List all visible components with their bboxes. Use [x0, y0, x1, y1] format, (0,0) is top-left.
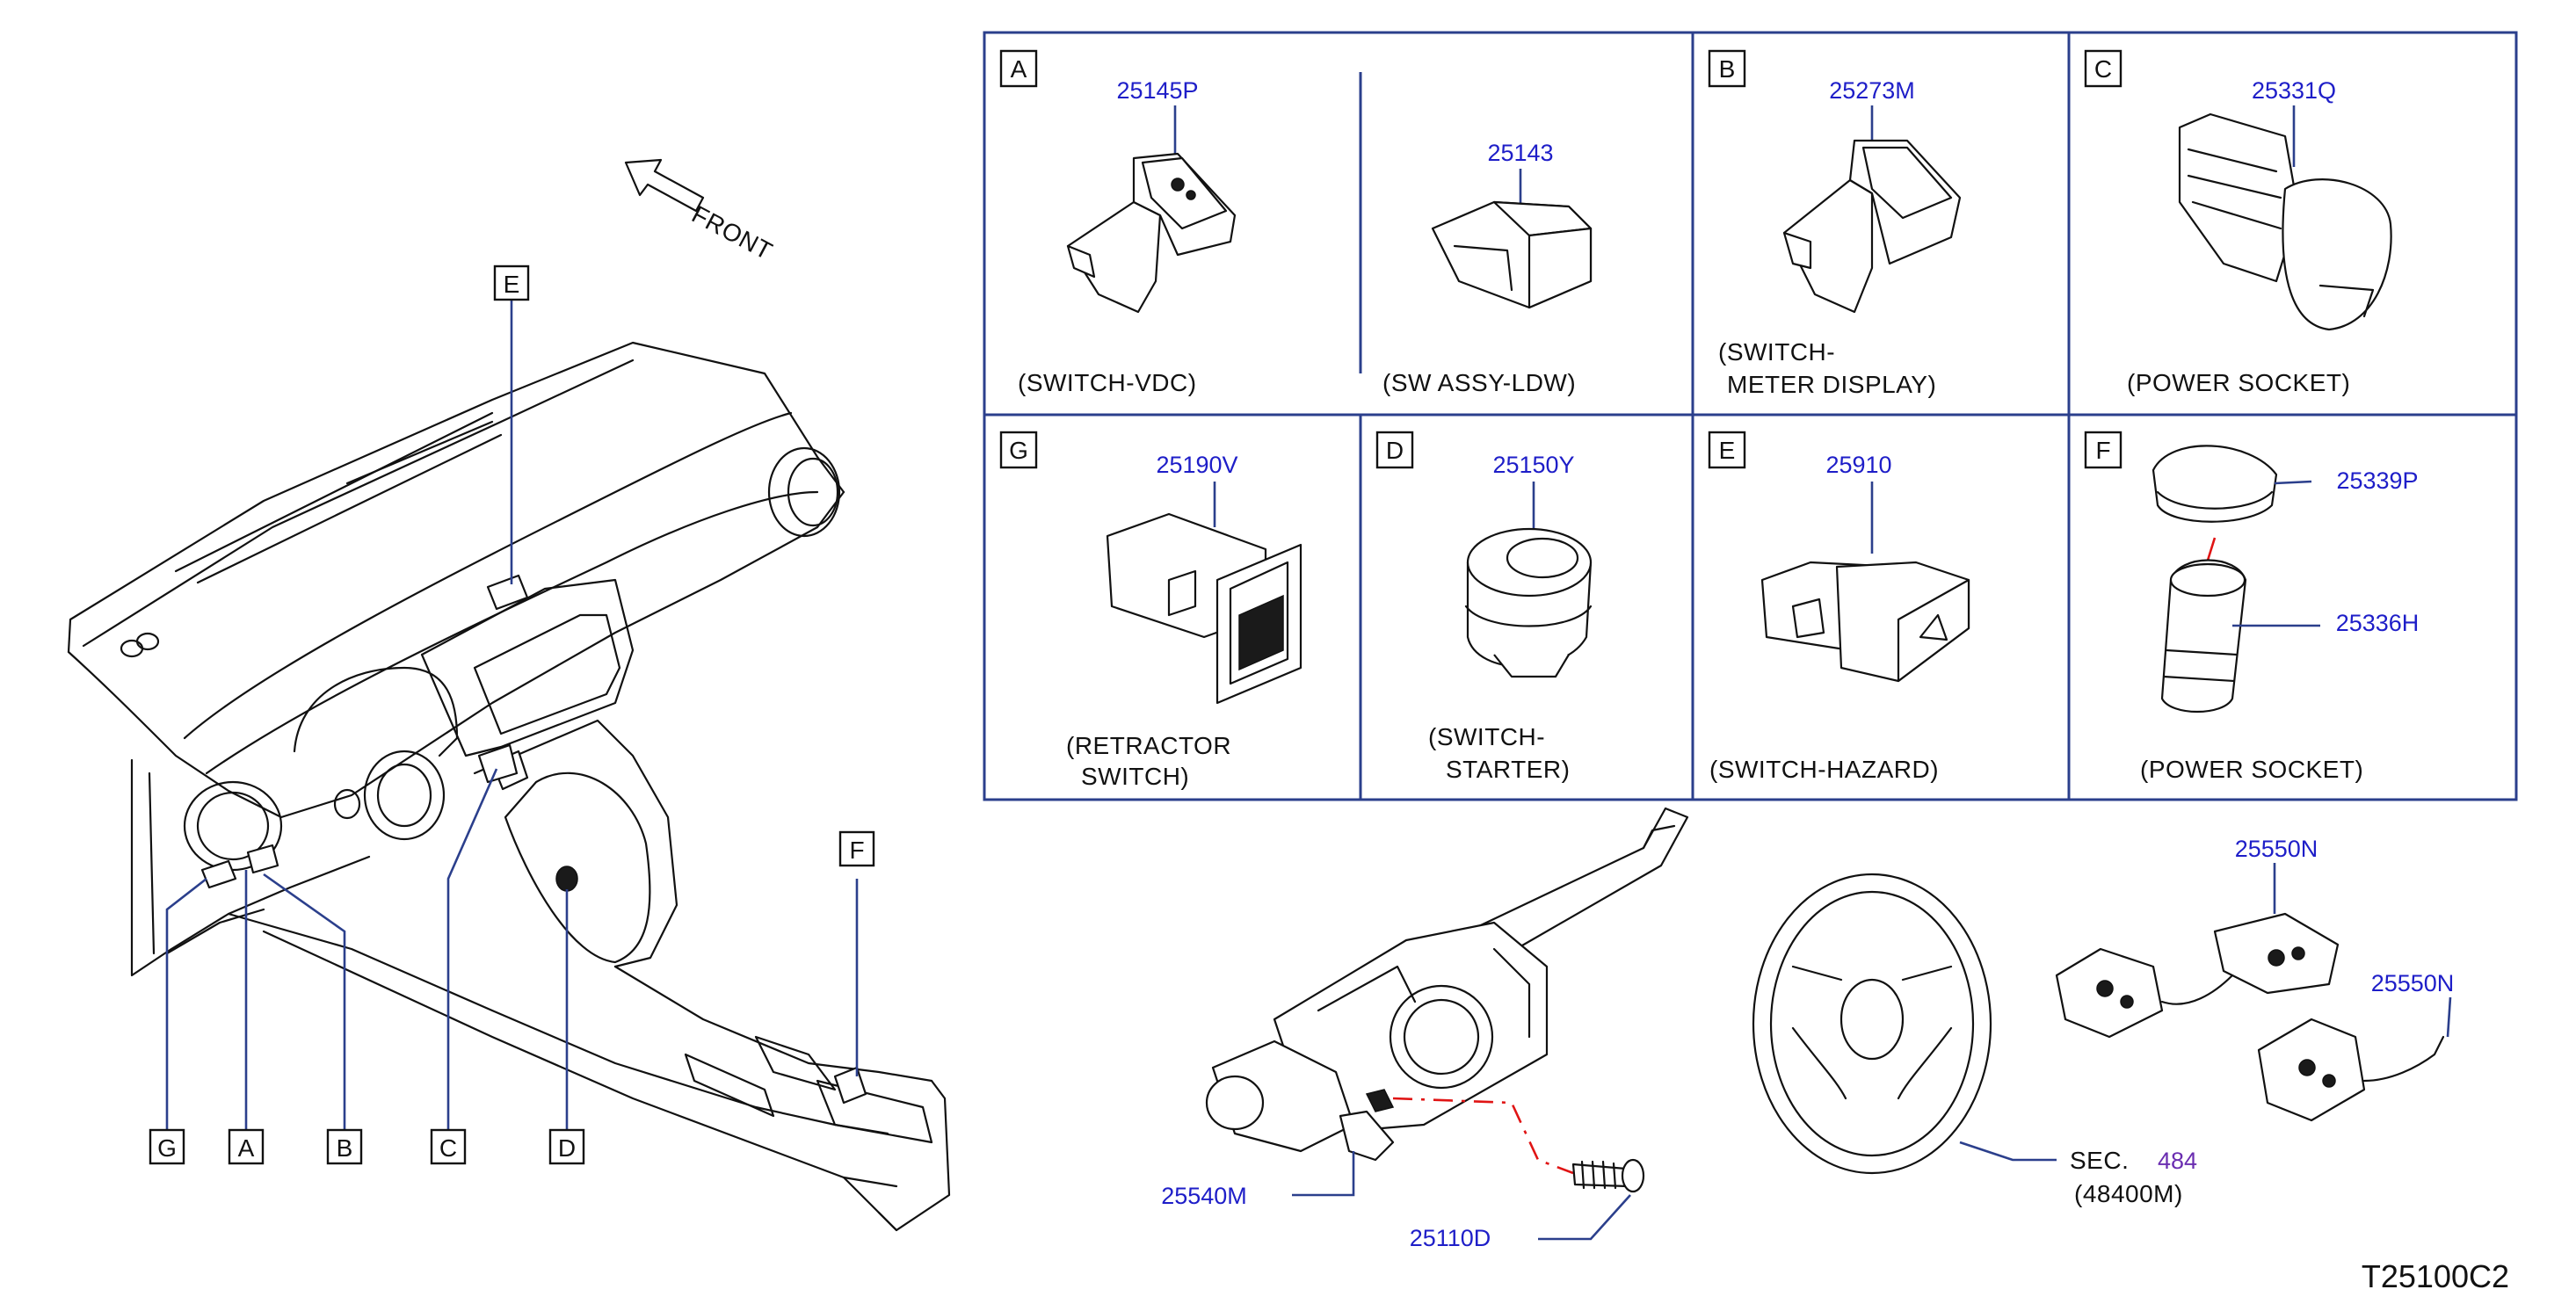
ldw-switch-icon: [1431, 200, 1593, 309]
panel-E: E 25910 (SWITCH-HAZARD): [1708, 431, 1970, 783]
svg-text:E: E: [504, 271, 520, 298]
panel-F: F 25339P 25336H (POWER SOCKET): [2084, 431, 2420, 783]
part-number-hazard: 25910: [1825, 452, 1891, 478]
panel-G: G 25190V (RETRACTOR SWITCH): [999, 431, 1303, 790]
panel-letter: G: [1009, 437, 1028, 464]
callout-box-B: B: [326, 1128, 363, 1165]
starter-switch-icon: [1464, 527, 1593, 678]
part-name-meter-line1: (SWITCH-: [1718, 338, 1835, 366]
callout-box-F: F: [838, 830, 875, 867]
screw-alignment-line: [1392, 1097, 1574, 1175]
panel-C: C 25331Q (POWER SOCKET): [2084, 49, 2392, 396]
svg-text:B: B: [337, 1134, 353, 1162]
part-number-socket-cap: 25339P: [2336, 467, 2418, 494]
steering-switch-left-icon: [2257, 1018, 2445, 1122]
part-number-meter-display: 25273M: [1829, 77, 1915, 104]
sec-sub-part: (48400M): [2074, 1180, 2183, 1207]
diagram-code: T25100C2: [2362, 1258, 2509, 1294]
panel-letter: B: [1719, 55, 1736, 83]
steering-wheel-icon: [1752, 873, 1992, 1175]
panel-letter: F: [2095, 437, 2110, 464]
part-number-combination-switch: 25540M: [1161, 1183, 1247, 1209]
part-number-vdc: 25145P: [1116, 77, 1198, 104]
svg-text:G: G: [157, 1134, 177, 1162]
part-name-hazard: (SWITCH-HAZARD): [1709, 756, 1939, 783]
retractor-switch-icon: [1106, 512, 1303, 705]
part-name-retractor-line1: (RETRACTOR: [1066, 732, 1231, 759]
part-name-ldw: (SW ASSY-LDW): [1382, 369, 1576, 396]
vdc-switch-icon: [1066, 152, 1237, 314]
dashboard-leaders: [165, 299, 859, 1134]
sec-prefix: SEC.: [2070, 1147, 2129, 1174]
part-name-retractor-line2: SWITCH): [1081, 763, 1189, 790]
svg-text:A: A: [238, 1134, 255, 1162]
power-socket-body-icon: [2160, 559, 2247, 713]
leader-steering-wheel: [1959, 1141, 2057, 1162]
part-number-steering-switch-left: 25550N: [2371, 970, 2455, 996]
panel-letter: E: [1719, 437, 1736, 464]
leader-combination-switch: [1292, 1151, 1355, 1197]
sec-number: 484: [2158, 1148, 2197, 1174]
part-name-starter-line2: STARTER): [1446, 756, 1570, 783]
callout-box-E: E: [493, 264, 530, 301]
power-socket-cap-icon: [2152, 445, 2278, 523]
part-name-meter-line2: METER DISPLAY): [1727, 371, 1936, 398]
part-number-power-socket-c: 25331Q: [2252, 77, 2336, 104]
part-number-socket-body: 25336H: [2336, 610, 2420, 636]
panel-A: A 25145P (SWITCH-VDC) 25143 (SW ASSY-LDW…: [999, 49, 1593, 396]
part-number-steering-switch-right: 25550N: [2235, 836, 2318, 862]
svg-text:C: C: [439, 1134, 457, 1162]
part-number-screw: 25110D: [1410, 1225, 1491, 1251]
callout-box-A: A: [228, 1128, 265, 1165]
leader-screw: [1538, 1194, 1631, 1241]
callout-box-G: G: [149, 1128, 185, 1165]
steering-switch-right-icon: [2055, 912, 2340, 1039]
combination-switch-icon: [1205, 807, 1689, 1162]
hazard-switch-icon: [1760, 561, 1970, 683]
panel-letter: D: [1386, 437, 1404, 464]
dashboard-illustration: [67, 341, 951, 1232]
panel-D: D 25150Y (SWITCH- STARTER): [1375, 431, 1593, 783]
part-name-power-socket-f: (POWER SOCKET): [2140, 756, 2363, 783]
part-number-starter: 25150Y: [1492, 452, 1574, 478]
power-socket-icon: [2178, 112, 2392, 331]
panel-grid: [983, 31, 2518, 801]
svg-text:F: F: [849, 837, 864, 864]
part-name-starter-line1: (SWITCH-: [1428, 723, 1545, 750]
meter-display-switch-icon: [1782, 139, 1962, 314]
panel-letter: C: [2094, 55, 2112, 83]
front-arrow-icon: [624, 158, 705, 213]
part-number-retractor: 25190V: [1156, 452, 1237, 478]
screw-icon: [1571, 1158, 1645, 1193]
callout-box-D: D: [548, 1128, 585, 1165]
front-label: FRONT: [687, 200, 777, 265]
panel-letter: A: [1011, 55, 1027, 83]
part-number-ldw: 25143: [1487, 140, 1553, 166]
svg-text:D: D: [558, 1134, 576, 1162]
callout-box-C: C: [430, 1128, 467, 1165]
leader-steering-switch-left: [2446, 996, 2452, 1038]
part-name-power-socket-c: (POWER SOCKET): [2127, 369, 2350, 396]
panel-B: B 25273M (SWITCH- METER DISPLAY): [1708, 49, 1962, 398]
part-name-vdc: (SWITCH-VDC): [1018, 369, 1197, 396]
